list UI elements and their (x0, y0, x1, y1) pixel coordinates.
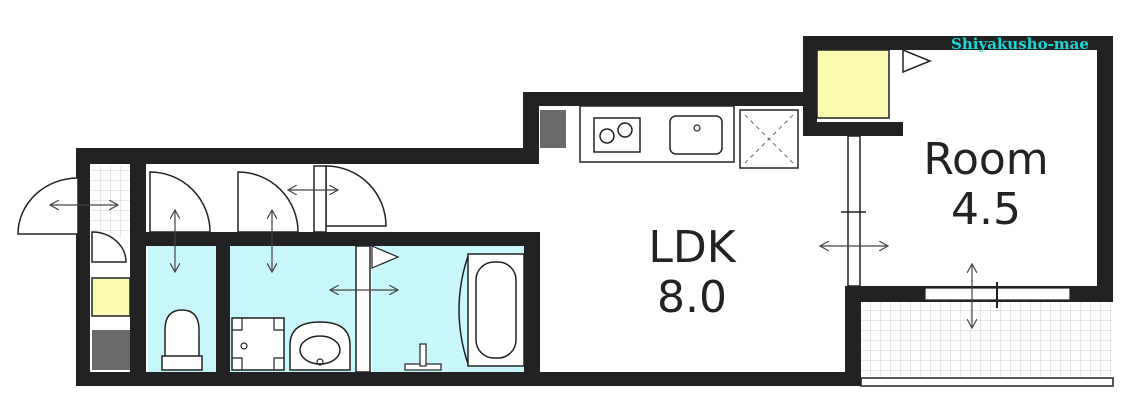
sink-icon (669, 115, 723, 155)
washing-machine-icon (231, 317, 285, 371)
entrance-floor (92, 166, 130, 238)
washbasin-icon (289, 321, 351, 371)
pillar-kitchen (540, 110, 566, 148)
kitchen-counter (579, 105, 799, 169)
door-arrow-icon (50, 190, 998, 328)
room-closet (816, 49, 890, 119)
toilet-icon (161, 309, 203, 371)
watermark: Shiyakusho-mae (951, 35, 1089, 53)
shoe-closet (91, 277, 131, 317)
faucet-icon (404, 343, 442, 371)
balcony-rail (860, 377, 1114, 387)
fridge-space-icon (739, 109, 799, 169)
mirror-flag-bath (371, 245, 400, 269)
bathtub-icon (458, 253, 525, 367)
doors (17, 165, 387, 263)
room-label: Room (923, 134, 1048, 185)
room-size: 4.5 (951, 184, 1021, 235)
pillar-entrance (92, 330, 130, 370)
washroom-partition (355, 245, 371, 373)
balcony-floor (860, 300, 1112, 378)
ldk-label: LDK (648, 222, 736, 273)
ldk-size: 8.0 (657, 272, 727, 323)
room-partition (847, 135, 861, 287)
walls (76, 36, 1113, 386)
stove-icon (593, 117, 641, 153)
mirror-flag-room (902, 48, 932, 74)
